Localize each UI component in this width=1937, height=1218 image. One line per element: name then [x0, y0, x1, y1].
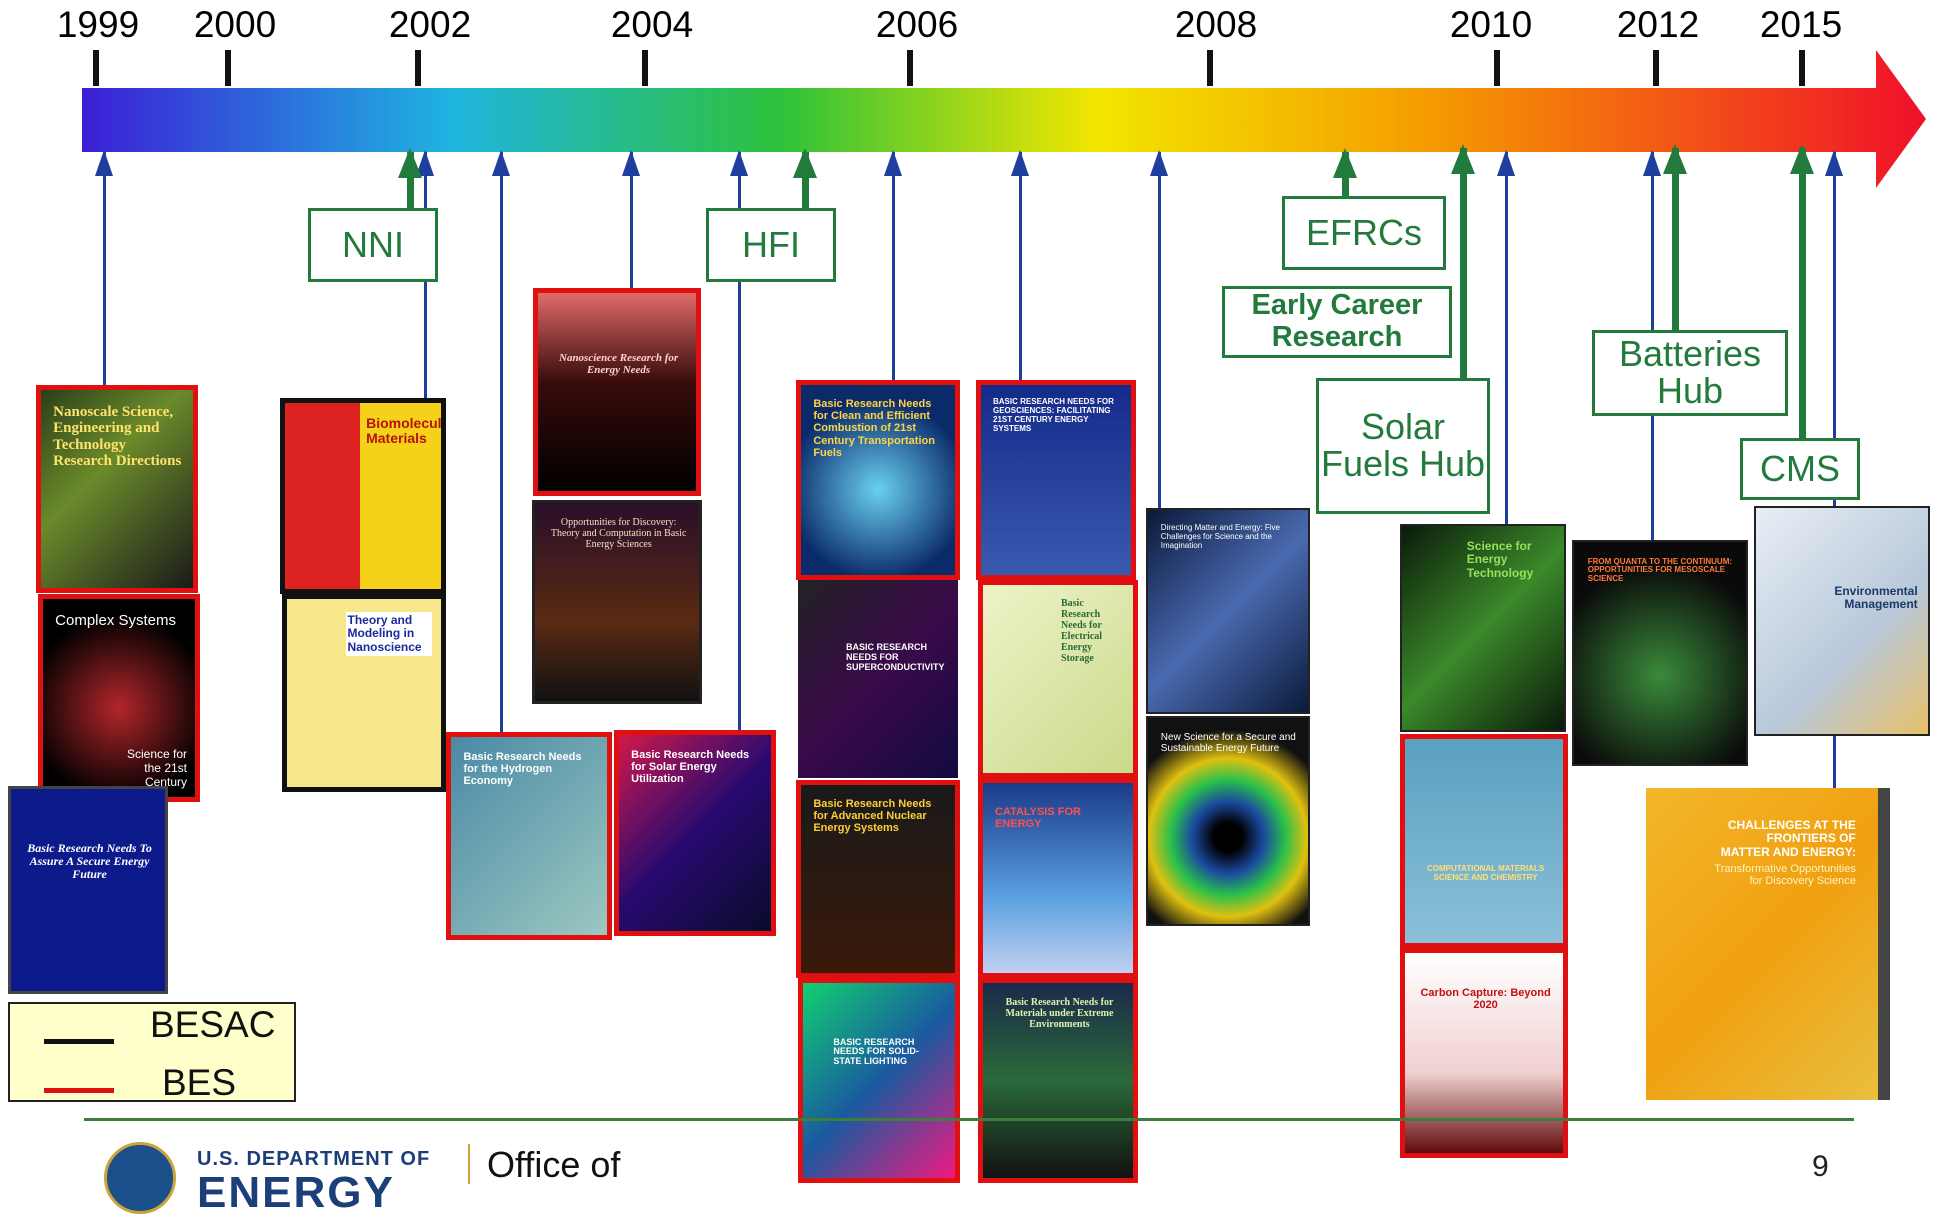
- year-2002: 2002: [388, 4, 472, 45]
- report-cover-opportunities-discovery: Opportunities for Discovery: Theory and …: [532, 500, 702, 704]
- initiative-cms: CMS: [1740, 438, 1860, 500]
- initiative-arrow: [398, 148, 422, 210]
- report-cover-solar: Basic Research Needs for Solar Energy Ut…: [614, 730, 776, 936]
- report-cover-quanta-continuum: FROM QUANTA TO THE CONTINUUM: OPPORTUNIT…: [1572, 540, 1748, 766]
- initiative-efrcs: EFRCs: [1282, 196, 1446, 270]
- year-2004: 2004: [610, 4, 694, 45]
- year-2012: 2012: [1616, 4, 1700, 45]
- connector-arrow: [622, 150, 640, 292]
- report-cover-geosciences: BASIC RESEARCH NEEDS FOR GEOSCIENCES: FA…: [976, 380, 1136, 580]
- report-cover-directing-matter: Directing Matter and Energy: Five Challe…: [1146, 508, 1310, 714]
- report-cover-biomolecular: Biomolecular Materials: [280, 398, 446, 594]
- report-cover-superconductivity: BASIC RESEARCH NEEDS FOR SUPERCONDUCTIVI…: [798, 580, 958, 778]
- report-cover-electrical-storage: Basic Research Needs for Electrical Ener…: [978, 580, 1138, 778]
- report-cover-computational-materials: COMPUTATIONAL MATERIALS SCIENCE AND CHEM…: [1400, 734, 1568, 948]
- year-1999: 1999: [56, 4, 140, 45]
- office-label: Office of: [487, 1144, 621, 1185]
- tick-2012: [1653, 50, 1659, 86]
- tick-2008: [1207, 50, 1213, 86]
- report-cover-complex-systems: Complex Systems Science for the 21st Cen…: [38, 594, 200, 802]
- legend: BESAC BES: [8, 1002, 296, 1103]
- cover-spine: [1878, 788, 1890, 1100]
- report-cover-hydrogen: Basic Research Needs for the Hydrogen Ec…: [446, 732, 612, 940]
- initiative-batteries-hub: Batteries Hub: [1592, 330, 1788, 416]
- year-2008: 2008: [1174, 4, 1258, 45]
- report-cover-solid-state-lighting: BASIC RESEARCH NEEDS FOR SOLID-STATE LIG…: [798, 978, 960, 1183]
- footer-divider: [84, 1118, 1854, 1121]
- connector-arrow: [884, 150, 902, 380]
- year-2000: 2000: [193, 4, 277, 45]
- report-cover-new-science: New Science for a Secure and Sustainable…: [1146, 716, 1310, 926]
- report-cover-nanoscience-energy: Nanoscience Research for Energy Needs: [533, 288, 701, 496]
- department-label: U.S. DEPARTMENT OF: [197, 1148, 431, 1170]
- initiative-arrow: [1333, 148, 1357, 198]
- initiative-arrow: [1790, 144, 1814, 448]
- report-cover-clean-efficient: Basic Research Needs for Clean and Effic…: [796, 380, 960, 580]
- doe-seal-icon: [104, 1142, 176, 1214]
- page-number: 9: [1812, 1150, 1829, 1183]
- report-cover-catalysis: CATALYSIS FOR ENERGY: [978, 778, 1138, 978]
- report-cover-nanoscale-science: Nanoscale Science, Engineering and Techn…: [36, 385, 198, 593]
- report-cover-theory-modeling: Theory and Modeling in Nanoscience: [282, 594, 446, 792]
- year-2006: 2006: [875, 4, 959, 45]
- connector-arrow: [1011, 150, 1029, 380]
- connector-arrow: [1497, 150, 1515, 524]
- legend-bes-swatch: [44, 1088, 114, 1093]
- tick-1999: [93, 50, 99, 86]
- tick-2015: [1799, 50, 1805, 86]
- initiative-arrow: [1663, 144, 1687, 330]
- initiative-nni: NNI: [308, 208, 438, 282]
- energy-logo-text: ENERGY: [197, 1168, 395, 1217]
- tick-2002: [415, 50, 421, 86]
- tick-2010: [1494, 50, 1500, 86]
- report-cover-science-energy-tech: Science for Energy Technology: [1400, 524, 1566, 732]
- connector-arrow: [492, 150, 510, 732]
- year-2010: 2010: [1449, 4, 1533, 45]
- report-cover-nuclear: Basic Research Needs for Advanced Nuclea…: [796, 780, 960, 978]
- footer-separator: [468, 1144, 470, 1184]
- initiative-arrow: [1451, 144, 1475, 378]
- legend-bes-label: BES: [162, 1062, 237, 1103]
- connector-arrow: [1150, 150, 1168, 508]
- report-cover-environmental: Environmental Management: [1754, 506, 1930, 736]
- initiative-early-career: Early Career Research: [1222, 286, 1452, 358]
- tick-2006: [907, 50, 913, 86]
- report-cover-challenges-frontiers: CHALLENGES AT THE FRONTIERS OF MATTER AN…: [1646, 788, 1890, 1100]
- connector-arrow: [95, 150, 113, 388]
- initiative-arrow: [793, 148, 817, 210]
- report-cover-extreme-env: Basic Research Needs for Materials under…: [978, 978, 1138, 1183]
- tick-2000: [225, 50, 231, 86]
- legend-besac-swatch: [44, 1039, 114, 1044]
- legend-besac-label: BESAC: [150, 1004, 276, 1045]
- report-cover-secure-energy: Basic Research Needs To Assure A Secure …: [8, 786, 168, 994]
- connector-arrow: [730, 150, 748, 730]
- timeline-arrow: [82, 50, 1926, 188]
- initiative-hfi: HFI: [706, 208, 836, 282]
- report-cover-carbon-capture: Carbon Capture: Beyond 2020: [1400, 948, 1568, 1158]
- initiative-solar-fuels-hub: Solar Fuels Hub: [1316, 378, 1490, 514]
- tick-2004: [642, 50, 648, 86]
- year-2015: 2015: [1759, 4, 1843, 45]
